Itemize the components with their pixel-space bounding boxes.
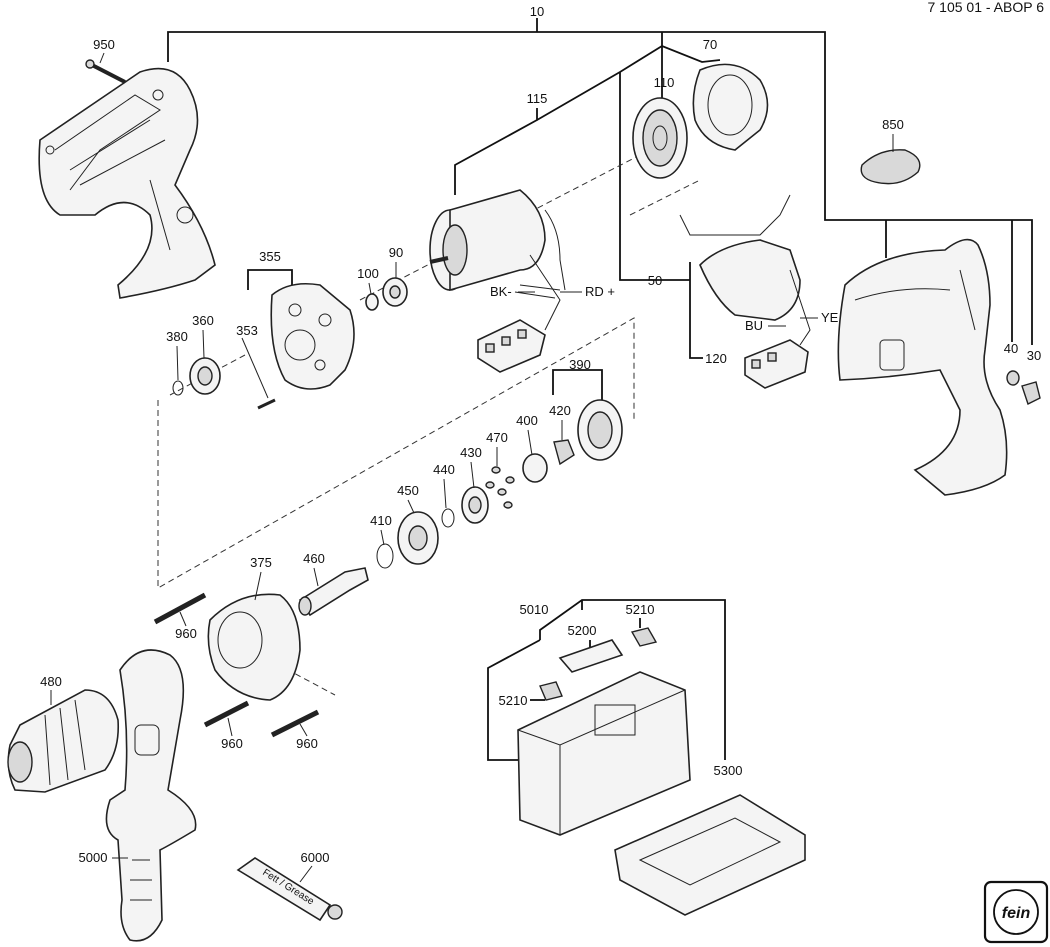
bearing-90 bbox=[382, 277, 408, 307]
part-label-480: 480 bbox=[40, 674, 62, 689]
ring-410 bbox=[376, 543, 394, 569]
insert-5300 bbox=[614, 794, 806, 916]
aux-handle-5000 bbox=[105, 649, 197, 942]
part-label-390: 390 bbox=[569, 357, 591, 372]
part-labels: 10 950 70 110 115 850 90 100 355 353 360… bbox=[40, 4, 1041, 865]
part-label-5010: 5010 bbox=[520, 602, 549, 617]
part-label-410: 410 bbox=[370, 513, 392, 528]
clip-850 bbox=[860, 149, 921, 185]
case-5010 bbox=[517, 671, 691, 836]
fan-110 bbox=[632, 97, 688, 179]
part-label-400: 400 bbox=[516, 413, 538, 428]
connector-120 bbox=[744, 339, 809, 389]
housing-half-right bbox=[837, 238, 1008, 496]
connector-115 bbox=[477, 319, 546, 373]
part-label-440: 440 bbox=[433, 462, 455, 477]
drawing-code: 7 105 01 - ABOP 6 bbox=[928, 0, 1045, 15]
handle-5200 bbox=[558, 639, 624, 673]
screws-960 bbox=[153, 592, 320, 738]
part-label-420: 420 bbox=[549, 403, 571, 418]
washer-100 bbox=[365, 293, 379, 311]
part-label-355: 355 bbox=[259, 249, 281, 264]
part-label-5200: 5200 bbox=[568, 623, 597, 638]
bearing-450 bbox=[397, 511, 439, 565]
part-label-6000: 6000 bbox=[301, 850, 330, 865]
part-label-90: 90 bbox=[389, 245, 403, 260]
gear-430 bbox=[461, 486, 489, 524]
carrier-400 bbox=[522, 453, 548, 483]
fein-logo: fein bbox=[983, 880, 1049, 944]
part-label-450: 450 bbox=[397, 483, 419, 498]
part-label-5210-left: 5210 bbox=[499, 693, 528, 708]
part-label-950: 950 bbox=[93, 37, 115, 52]
part-label-353: 353 bbox=[236, 323, 258, 338]
part-label-960-a: 960 bbox=[175, 626, 197, 641]
latch-5210-top bbox=[630, 627, 658, 647]
part-label-960-b: 960 bbox=[221, 736, 243, 751]
ring-380 bbox=[172, 380, 184, 396]
chuck-480 bbox=[7, 689, 120, 793]
ring-440 bbox=[441, 508, 455, 528]
part-label-430: 430 bbox=[460, 445, 482, 460]
spindle-460 bbox=[298, 567, 369, 617]
plate-420 bbox=[553, 439, 575, 466]
part-label-5300: 5300 bbox=[714, 763, 743, 778]
housing-half-left bbox=[38, 67, 216, 299]
part-40 bbox=[1006, 370, 1020, 386]
assembly-axis bbox=[157, 154, 701, 696]
part-label-375: 375 bbox=[250, 555, 272, 570]
wire-label-bk: BK- bbox=[490, 284, 512, 299]
part-label-70: 70 bbox=[703, 37, 717, 52]
part-label-100: 100 bbox=[357, 266, 379, 281]
part-label-850: 850 bbox=[882, 117, 904, 132]
wire-label-ye: YE bbox=[821, 310, 839, 325]
part-label-5000: 5000 bbox=[79, 850, 108, 865]
part-label-5210-top: 5210 bbox=[626, 602, 655, 617]
part-label-10: 10 bbox=[530, 4, 544, 19]
wire-label-rd: RD + bbox=[585, 284, 615, 299]
part-label-380: 380 bbox=[166, 329, 188, 344]
grease-tube-6000: Fett / Grease bbox=[236, 857, 343, 922]
flange-375 bbox=[207, 593, 301, 701]
wire-label-bu: BU bbox=[745, 318, 763, 333]
part-label-30: 30 bbox=[1027, 348, 1041, 363]
part-label-50: 50 bbox=[648, 273, 662, 288]
pin-353 bbox=[257, 398, 276, 410]
label-leaders bbox=[50, 52, 894, 883]
fein-logo-text: fein bbox=[1002, 905, 1031, 922]
leader-lines bbox=[167, 18, 1033, 761]
latch-5210-left bbox=[539, 681, 563, 701]
part-label-110: 110 bbox=[654, 75, 675, 90]
part-30 bbox=[1021, 381, 1041, 405]
part-label-470: 470 bbox=[486, 430, 508, 445]
screw-950 bbox=[85, 59, 126, 84]
part-label-960-c: 960 bbox=[296, 736, 318, 751]
part-label-360: 360 bbox=[192, 313, 214, 328]
cover-70 bbox=[692, 63, 769, 151]
pins-470 bbox=[485, 466, 515, 509]
gear-housing-355 bbox=[270, 282, 355, 390]
part-label-40: 40 bbox=[1004, 341, 1018, 356]
gear-390 bbox=[577, 399, 623, 461]
part-label-460: 460 bbox=[303, 551, 325, 566]
switch-50 bbox=[679, 194, 811, 346]
part-label-120: 120 bbox=[705, 351, 727, 366]
bearing-360 bbox=[189, 357, 221, 395]
part-label-115: 115 bbox=[527, 91, 548, 106]
motor-115 bbox=[429, 189, 566, 331]
